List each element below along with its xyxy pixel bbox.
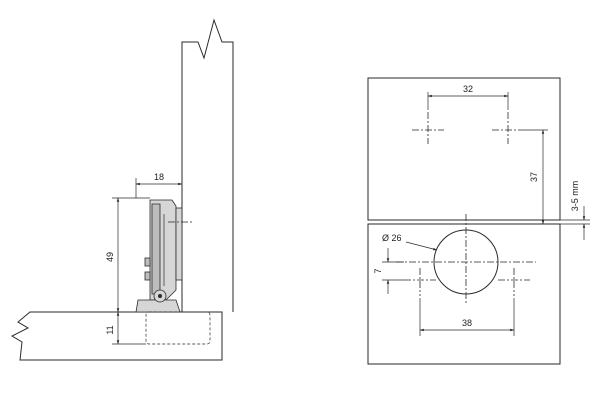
dimension-vertical: 37 xyxy=(524,129,552,225)
dim-cup-diameter-label: Ø 26 xyxy=(382,233,402,243)
hinge-cup xyxy=(135,289,211,345)
dim-vertical-label: 37 xyxy=(529,172,539,182)
dim-hole-spacing-bottom-label: 38 xyxy=(462,318,472,328)
dimension-cup-diameter: Ø 26 xyxy=(382,233,438,251)
dim-height-label: 49 xyxy=(105,252,115,262)
dimension-depth: 18 xyxy=(135,172,183,198)
dim-gap-label: 3-5 mm xyxy=(570,181,580,212)
dimension-cup-offset: 7 xyxy=(373,248,404,294)
dim-depth-label: 18 xyxy=(154,172,164,182)
dimension-height: 49 xyxy=(105,197,150,313)
dimension-hole-spacing-bottom: 38 xyxy=(419,298,515,336)
dimension-hole-spacing-top: 32 xyxy=(427,84,509,110)
hinge-arm xyxy=(144,199,183,301)
dim-cup-offset-label: 7 xyxy=(373,268,383,273)
front-view: 32 37 3-5 mm xyxy=(367,77,590,365)
hinge-cup-hole xyxy=(396,214,536,304)
dim-hole-spacing-top-label: 32 xyxy=(463,84,473,94)
dim-offset-label: 11 xyxy=(105,325,115,334)
cabinet-side-panel xyxy=(181,18,234,312)
lower-panel xyxy=(367,223,561,365)
dimension-gap: 3-5 mm xyxy=(560,181,590,240)
upper-panel xyxy=(367,77,561,221)
dimension-offset: 11 xyxy=(105,311,146,345)
door-panel xyxy=(10,311,223,361)
top-mounting-holes xyxy=(412,112,524,144)
bottom-mounting-holes xyxy=(404,268,530,296)
side-view: 18 49 11 xyxy=(10,18,234,361)
